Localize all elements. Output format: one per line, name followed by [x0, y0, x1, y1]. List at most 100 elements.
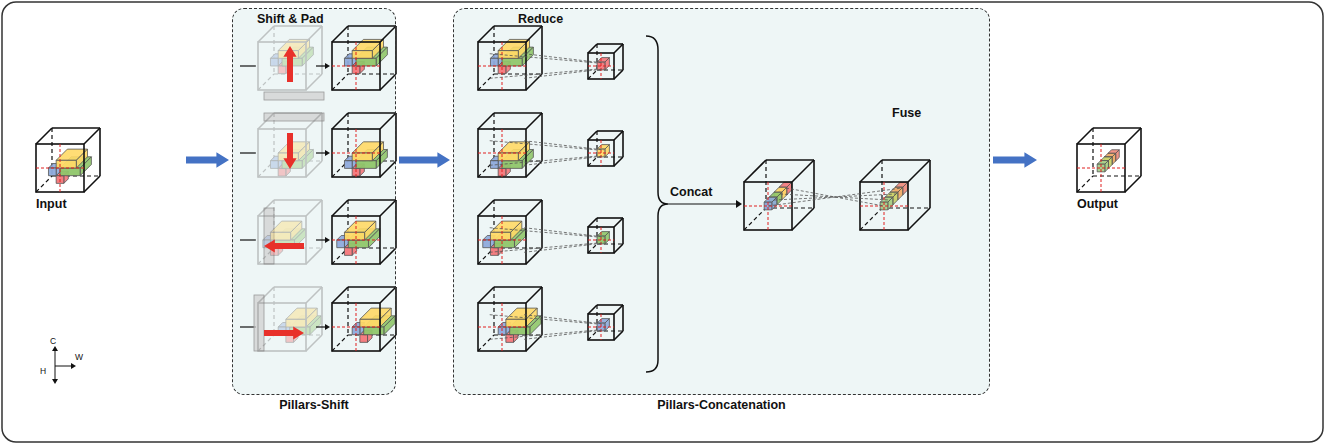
hidden-edge — [332, 74, 348, 90]
pillar-front — [494, 240, 514, 248]
center-line — [332, 327, 380, 328]
reduce-line — [524, 243, 604, 252]
cube-edge — [306, 113, 322, 129]
pillar-front — [344, 232, 364, 240]
input-line — [240, 65, 256, 66]
pillar-front — [498, 153, 518, 161]
cube-front — [332, 216, 380, 264]
hidden-edge — [588, 244, 597, 253]
center-line — [478, 66, 526, 67]
cube-edge — [614, 331, 623, 340]
cube-edge — [332, 200, 348, 216]
cube — [332, 200, 396, 264]
cube — [332, 113, 396, 177]
hidden-edge — [1092, 128, 1093, 176]
hidden-edge — [493, 113, 494, 161]
cube-edge — [99, 128, 101, 176]
pillar-front — [48, 168, 56, 176]
pillar-front — [348, 240, 368, 248]
center-line — [356, 129, 357, 177]
cube-front — [1077, 144, 1125, 192]
cube-edge — [306, 74, 322, 90]
tensor-node: Output — [1040, 120, 1155, 220]
pillar-side — [365, 221, 376, 240]
pillar-side — [380, 308, 391, 327]
hidden-edge — [347, 287, 348, 335]
pillar-front — [344, 58, 352, 66]
cube-edge — [321, 200, 323, 248]
pillar-front — [337, 240, 345, 248]
reduce-line — [490, 69, 598, 78]
cube — [588, 218, 623, 253]
cube-edge — [321, 113, 323, 161]
center-line — [332, 153, 380, 154]
hidden-edge — [258, 335, 274, 351]
cube-front — [588, 140, 614, 166]
dashed-group: ReducePillars-Concatenation — [453, 8, 990, 395]
center-line — [502, 129, 503, 177]
cube-edge — [526, 26, 542, 42]
hidden-edge — [273, 113, 274, 161]
cube — [258, 26, 322, 90]
center-line — [601, 227, 602, 253]
flow-arrow — [993, 152, 1037, 167]
cube-edge — [1125, 176, 1141, 192]
cube-edge — [306, 287, 322, 303]
cube-edge — [744, 160, 766, 182]
pillar-front — [506, 319, 526, 327]
cube-edge — [908, 208, 930, 230]
step-head — [325, 63, 330, 69]
pillar-front — [490, 58, 498, 66]
center-line — [356, 303, 357, 351]
pillar-front — [270, 161, 278, 169]
hidden-edge — [588, 70, 597, 79]
cube-edge — [1093, 127, 1141, 129]
cube-edge — [258, 200, 274, 216]
operation-label: Fuse — [892, 106, 921, 121]
cube-front — [478, 129, 526, 177]
cube-edge — [380, 200, 396, 216]
cube-edge — [478, 113, 494, 129]
flow-arrow-shape — [993, 152, 1037, 167]
cube-edge — [597, 304, 623, 306]
cube-edge — [614, 244, 623, 253]
cube-edge — [622, 44, 624, 70]
cube-edge — [380, 161, 396, 177]
reduce-line — [524, 330, 604, 339]
panel-ground — [453, 8, 990, 395]
hidden-edge — [860, 208, 882, 230]
hidden-edge — [478, 74, 494, 90]
pillar-front — [356, 161, 376, 169]
cube — [478, 113, 542, 177]
cube-edge — [36, 128, 52, 144]
pillar-side — [76, 149, 87, 168]
cube-edge — [332, 287, 348, 303]
cube-edge — [380, 74, 396, 90]
reduce-line — [490, 243, 598, 252]
pillar-front — [56, 160, 76, 168]
cube-front — [332, 42, 380, 90]
center-line — [502, 42, 503, 90]
cube-edge — [478, 200, 494, 216]
axis-line — [55, 366, 72, 367]
hidden-edge — [347, 26, 348, 74]
pillar-front — [352, 51, 372, 59]
cube-edge — [274, 286, 322, 288]
flow-arrow — [186, 152, 229, 167]
center-line — [601, 53, 602, 79]
pillar-side — [1105, 161, 1109, 172]
center-line — [478, 240, 526, 241]
cube — [478, 26, 542, 90]
center-line — [332, 66, 380, 67]
pillar-side — [291, 221, 302, 240]
cube-edge — [1077, 128, 1093, 144]
panel-ground — [232, 8, 396, 395]
cube-edge — [1125, 128, 1141, 144]
axis-line — [55, 350, 56, 366]
node-heading: Shift & Pad — [257, 12, 324, 27]
cube — [744, 160, 814, 230]
reduce-line — [490, 54, 598, 63]
pillar-front — [490, 232, 510, 240]
